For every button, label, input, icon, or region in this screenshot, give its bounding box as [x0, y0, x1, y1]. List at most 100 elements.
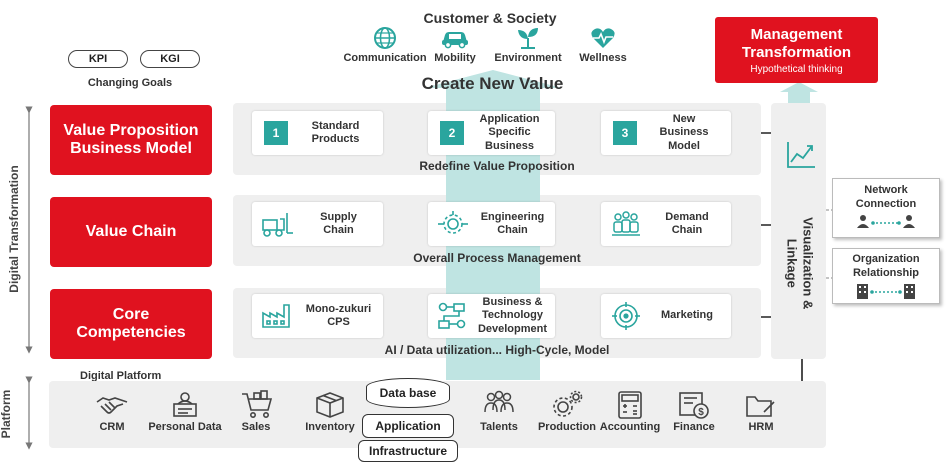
- platform-item-production: Production: [537, 421, 597, 433]
- changing-goals-label: Changing Goals: [87, 77, 173, 89]
- line-chart-icon: [787, 142, 815, 168]
- platform-axis-label: Platform: [0, 389, 13, 439]
- create-value-arrow: [424, 70, 562, 103]
- customer-society-title: Customer & Society: [423, 10, 557, 26]
- kgi-pill: KGI: [140, 50, 200, 68]
- card-text: Demand: [665, 210, 709, 223]
- application-layer: Application: [362, 414, 454, 438]
- network-connection-box: Network Connection: [832, 178, 940, 238]
- card-text: Chain: [323, 224, 354, 236]
- team-icon: [484, 390, 514, 413]
- visualization-linkage-label: Visualization & Linkage: [783, 208, 816, 318]
- digital-transformation-axis-label: Digital Transformation: [7, 165, 21, 293]
- card-text: Marketing: [661, 309, 713, 322]
- management-arrow: [780, 82, 818, 103]
- row1-label-line2: Business Model: [70, 140, 192, 157]
- gears-icon: [553, 390, 583, 417]
- platform-item-personal-data: Personal Data: [148, 421, 222, 433]
- card-text: Business &: [482, 296, 543, 309]
- number-badge-1: 1: [264, 121, 288, 145]
- organization-line1: Organization: [852, 253, 920, 265]
- id-card-icon: [173, 392, 197, 417]
- create-new-value-label: Create New Value: [421, 74, 564, 93]
- handshake-icon: [96, 397, 128, 414]
- number-badge-2: 2: [440, 121, 464, 145]
- infrastructure-layer: Infrastructure: [358, 440, 458, 462]
- card-text: Business: [485, 139, 534, 152]
- card-text: New: [672, 113, 696, 126]
- platform-item-talents: Talents: [480, 421, 518, 433]
- gear-network-icon: [438, 211, 468, 234]
- calculator-icon: [618, 391, 642, 419]
- factory-icon: [262, 304, 290, 328]
- card-text: Chain: [671, 224, 703, 236]
- management-transformation-box: Management Transformation Hypothetical t…: [715, 17, 878, 83]
- top-item-communication: Communication: [343, 52, 427, 64]
- visualization-line1: Visualization &: [800, 217, 816, 310]
- card-text: Standard: [311, 119, 360, 132]
- folder-icon: [746, 396, 775, 417]
- card-text: Engineering: [480, 210, 545, 223]
- management-subtitle: Hypothetical thinking: [750, 64, 843, 75]
- card-text: Specific: [488, 126, 531, 139]
- caption-overall-process-management: Overall Process Management: [413, 251, 581, 265]
- card-text: Model: [668, 139, 700, 152]
- card-text: Business: [659, 126, 709, 139]
- card-text: Application: [479, 113, 540, 126]
- card-marketing: Marketing: [601, 294, 731, 338]
- platform-item-hrm: HRM: [748, 421, 774, 433]
- kpi-pill: KPI: [68, 50, 128, 68]
- top-item-mobility: Mobility: [434, 52, 476, 64]
- visualization-band: [771, 103, 826, 359]
- caption-ai-data-utilization: AI / Data utilization... High-Cycle, Mod…: [384, 343, 610, 357]
- network-line2: Connection: [855, 197, 917, 210]
- management-title-line2: Transformation: [741, 44, 852, 61]
- number-badge-3: 3: [613, 121, 637, 145]
- organization-line2: Relationship: [852, 266, 919, 279]
- network-line1: Network: [864, 184, 908, 196]
- management-title-line1: Management: [750, 26, 843, 43]
- visualization-line2: Linkage: [784, 238, 799, 288]
- top-item-wellness: Wellness: [579, 52, 627, 64]
- network-people-icon: [857, 214, 915, 228]
- buildings-icon: [857, 283, 915, 299]
- row1-label-line1: Value Proposition: [63, 121, 199, 139]
- top-item-environment: Environment: [494, 52, 562, 64]
- sprout-icon: [518, 28, 538, 49]
- svg-text:$: $: [698, 407, 704, 418]
- platform-item-accounting: Accounting: [599, 421, 661, 433]
- database-cylinder: Data base: [366, 378, 450, 408]
- platform-item-crm: CRM: [99, 421, 125, 433]
- target-icon: [612, 302, 640, 330]
- card-text: CPS: [327, 316, 350, 328]
- platform-item-finance: Finance: [673, 421, 715, 433]
- row2-label-line1: Value Chain: [85, 222, 177, 240]
- finance-doc-icon: $: [679, 392, 709, 419]
- card-text: Technology: [482, 309, 543, 322]
- card-text: Mono-zukuri: [305, 302, 372, 315]
- heart-pulse-icon: [591, 28, 615, 48]
- row3-label-line2: Competencies: [76, 324, 186, 341]
- digital-platform-title: Digital Platform: [80, 370, 162, 382]
- card-text: Chain: [497, 224, 528, 236]
- people-group-icon: [612, 211, 640, 236]
- cart-icon: [242, 390, 273, 418]
- box-icon: [316, 392, 344, 418]
- row3-label-line1: Core: [112, 305, 150, 323]
- organization-relationship-box: Organization Relationship: [832, 248, 940, 304]
- row-label-value-chain: Value Chain: [50, 197, 212, 267]
- car-icon: [442, 32, 468, 49]
- globe-icon: [374, 27, 396, 49]
- card-text: Development: [477, 322, 548, 335]
- workflow-icon: [438, 302, 466, 329]
